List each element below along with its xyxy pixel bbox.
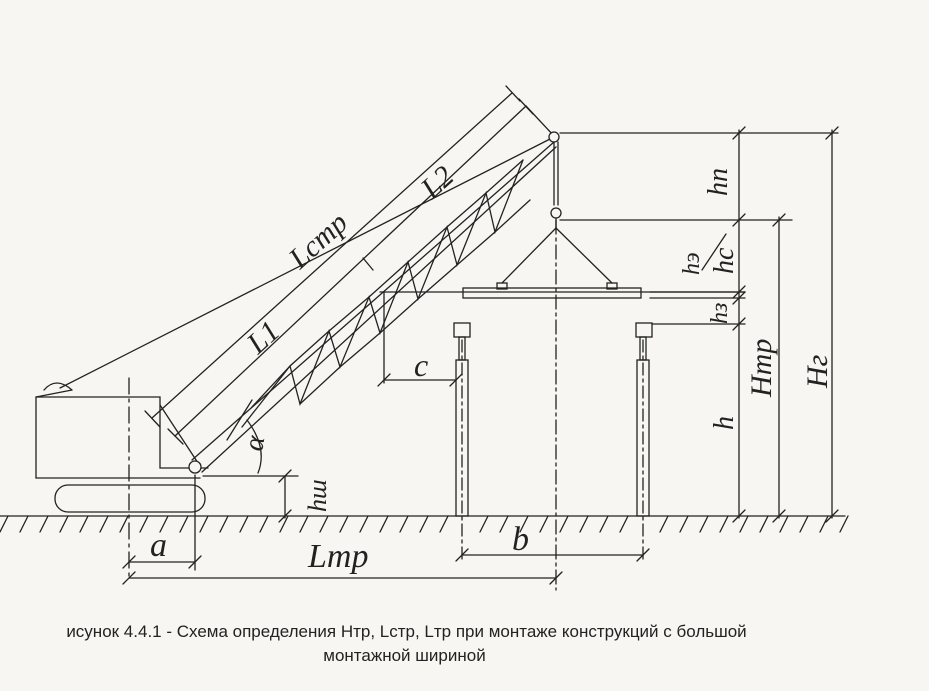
boom-dimension-lines: [144, 85, 555, 445]
label-h-p: hп: [703, 168, 734, 196]
label-h-e: hэ: [679, 252, 705, 275]
crane-diagram: Lстр L2 L1 c hп hэ hc hз Hтр Hг h hш α a…: [0, 85, 849, 591]
label-h-c: hc: [709, 247, 740, 274]
label-h-tr: Hтр: [745, 339, 778, 398]
dimension-h-g: [825, 126, 839, 523]
label-h-z: hз: [707, 303, 733, 324]
boom-pivot: [188, 460, 202, 474]
dimension-c: [377, 291, 463, 387]
label-l2: L2: [414, 159, 460, 205]
column-left: [453, 322, 471, 517]
ground: [0, 515, 849, 533]
label-h: h: [709, 416, 740, 430]
dimension-chain-inner: [701, 126, 746, 523]
label-a: a: [150, 527, 167, 564]
caption-line-1: исунок 4.4.1 - Схема определения Hтр, Lс…: [66, 622, 747, 641]
dimension-b: [455, 548, 650, 562]
label-c: c: [414, 347, 428, 383]
guy-line: [59, 137, 553, 389]
right-extension-lines: [559, 132, 839, 325]
dimension-h-tr: [772, 213, 786, 523]
label-alpha: α: [238, 432, 271, 453]
dimension-l-tr: [122, 571, 563, 585]
figure-caption: исунок 4.4.1 - Схема определения Hтр, Lс…: [0, 620, 929, 668]
dimension-a: [122, 474, 202, 571]
hook-block: [501, 131, 613, 284]
label-h-sh: hш: [303, 479, 332, 512]
label-b: b: [512, 521, 529, 558]
label-l-tr: Lтр: [307, 538, 368, 575]
label-h-g: Hг: [801, 354, 834, 389]
caption-line-2: монтажной шириной: [323, 646, 486, 665]
boom: [159, 141, 557, 473]
column-right: [635, 322, 653, 517]
label-l-str: Lстр: [282, 206, 354, 276]
angle-arc: [246, 419, 262, 474]
dimension-h-sh: [202, 469, 299, 523]
crane-body: [35, 382, 209, 513]
label-l1: L1: [240, 314, 286, 360]
